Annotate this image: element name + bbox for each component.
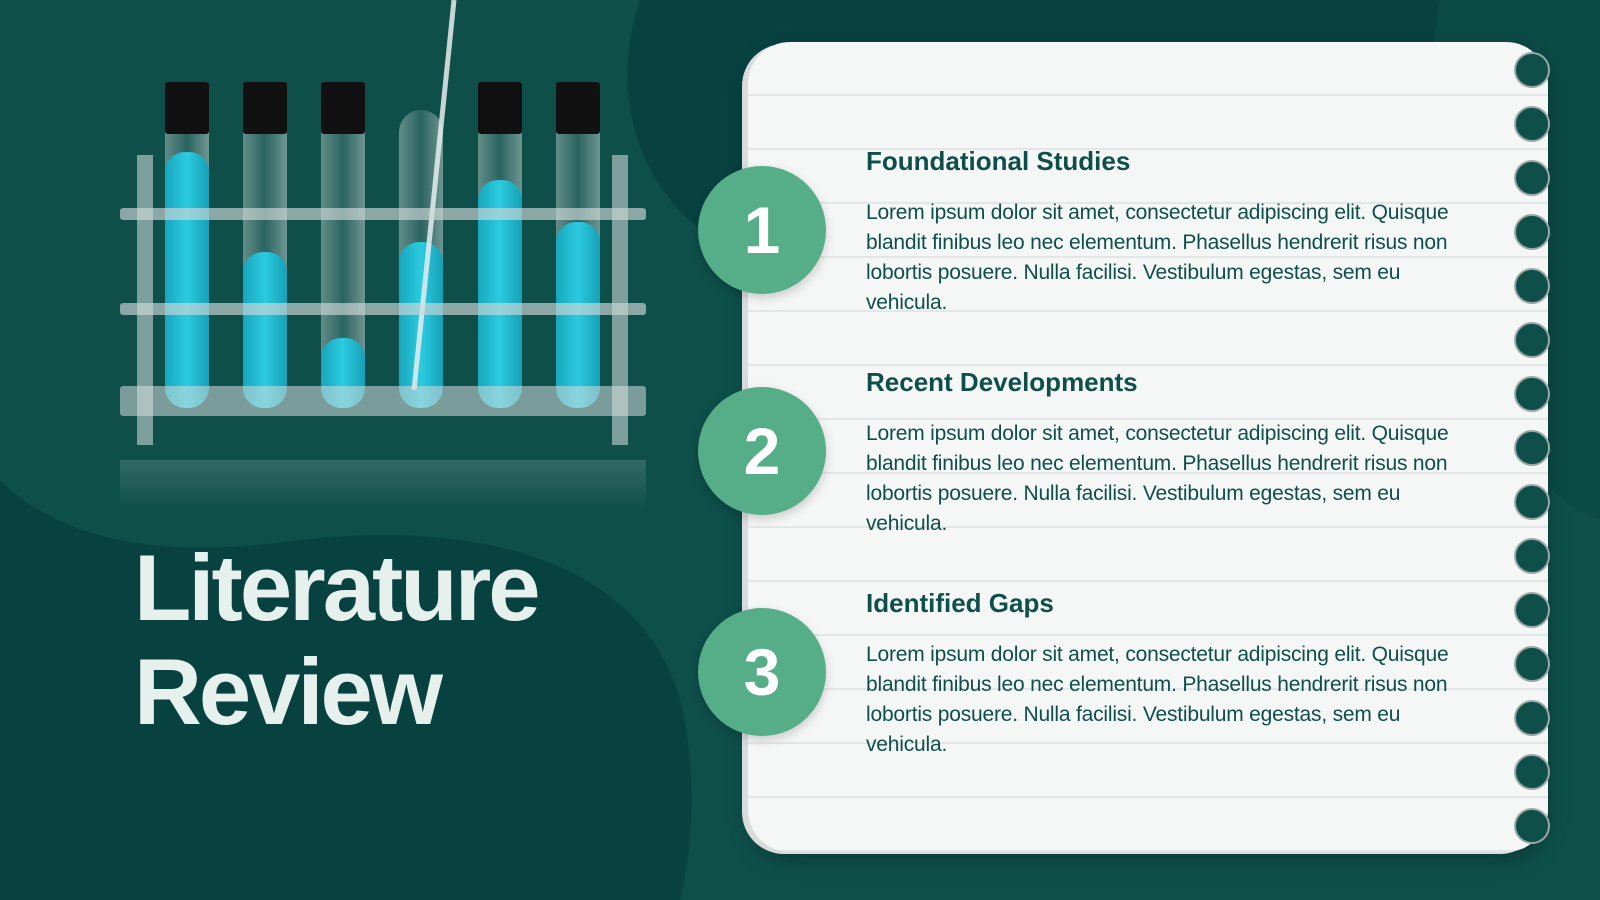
spiral-binding-holes — [1514, 52, 1550, 844]
item-title-3: Identified Gaps — [866, 588, 1054, 618]
item-title-1: Foundational Studies — [866, 146, 1131, 176]
item-body-3: Lorem ipsum dolor sit amet, consectetur … — [866, 643, 1449, 756]
item-title-2: Recent Developments — [866, 367, 1138, 397]
title-line-2: Review — [134, 639, 443, 744]
number-badge-2: 2 — [698, 387, 826, 515]
slide-title: Literature Review — [134, 535, 541, 744]
title-line-1: Literature — [134, 535, 541, 640]
notebook-panel — [748, 42, 1548, 852]
test-tube-rack-illustration — [120, 0, 646, 510]
item-body-1: Lorem ipsum dolor sit amet, consectetur … — [866, 201, 1449, 314]
number-badge-3: 3 — [698, 608, 826, 736]
number-badge-1: 1 — [698, 166, 826, 294]
item-body-2: Lorem ipsum dolor sit amet, consectetur … — [866, 422, 1449, 535]
